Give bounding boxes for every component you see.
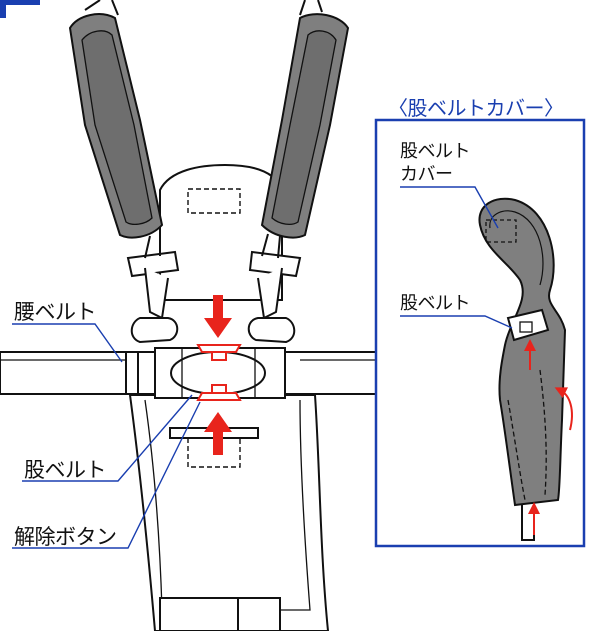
left-shoulder-strap [70,0,178,342]
corner-mark [0,0,40,18]
push-down-arrow [204,295,232,338]
release-button-label: 解除ボタン [14,521,117,551]
inset-title: 〈股ベルトカバー〉 [388,92,564,121]
inset-cover-label-line2: カバー [400,163,453,186]
inset-cover-label-line1: 股ベルト [400,140,470,163]
waist-belt-label: 腰ベルト [14,296,96,326]
crotch-belt-label: 股ベルト [24,454,106,484]
inset-crotch-belt-label: 股ベルト [400,292,470,315]
